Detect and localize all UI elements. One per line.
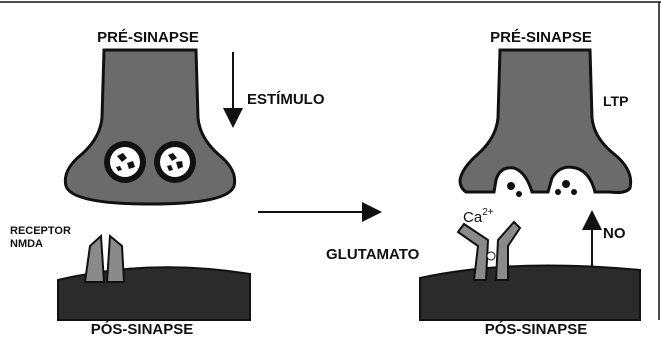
left-panel (58, 50, 250, 320)
left-vesicle-1 (104, 141, 146, 183)
right-presynaptic-terminal (460, 50, 631, 193)
left-vesicle-2 (154, 141, 196, 183)
right-panel (420, 50, 640, 320)
glutamate-bound-dot (487, 252, 495, 260)
receptor-label-line1: RECEPTOR (10, 225, 71, 237)
receptor-label-line2: NMDA (10, 238, 43, 250)
right-postsynaptic-membrane (420, 266, 640, 321)
ltp-label: LTP (603, 93, 628, 109)
left-presynapse-label: PRÉ-SINAPSE (97, 29, 199, 46)
calcium-label: Ca2+ (463, 207, 494, 226)
right-presynapse-label: PRÉ-SINAPSE (490, 29, 592, 46)
calcium-charge: 2+ (482, 207, 494, 218)
right-postsynapse-label: PÓS-SINAPSE (485, 320, 588, 338)
glutamate-label: GLUTAMATO (326, 246, 420, 263)
nmda-receptor-closed (85, 236, 124, 282)
left-presynaptic-terminal (65, 50, 234, 204)
no-label: NO (603, 225, 626, 242)
calcium-symbol: Ca (463, 209, 483, 226)
stimulus-label: ESTÍMULO (247, 91, 325, 108)
left-postsynapse-label: PÓS-SINAPSE (91, 320, 194, 338)
